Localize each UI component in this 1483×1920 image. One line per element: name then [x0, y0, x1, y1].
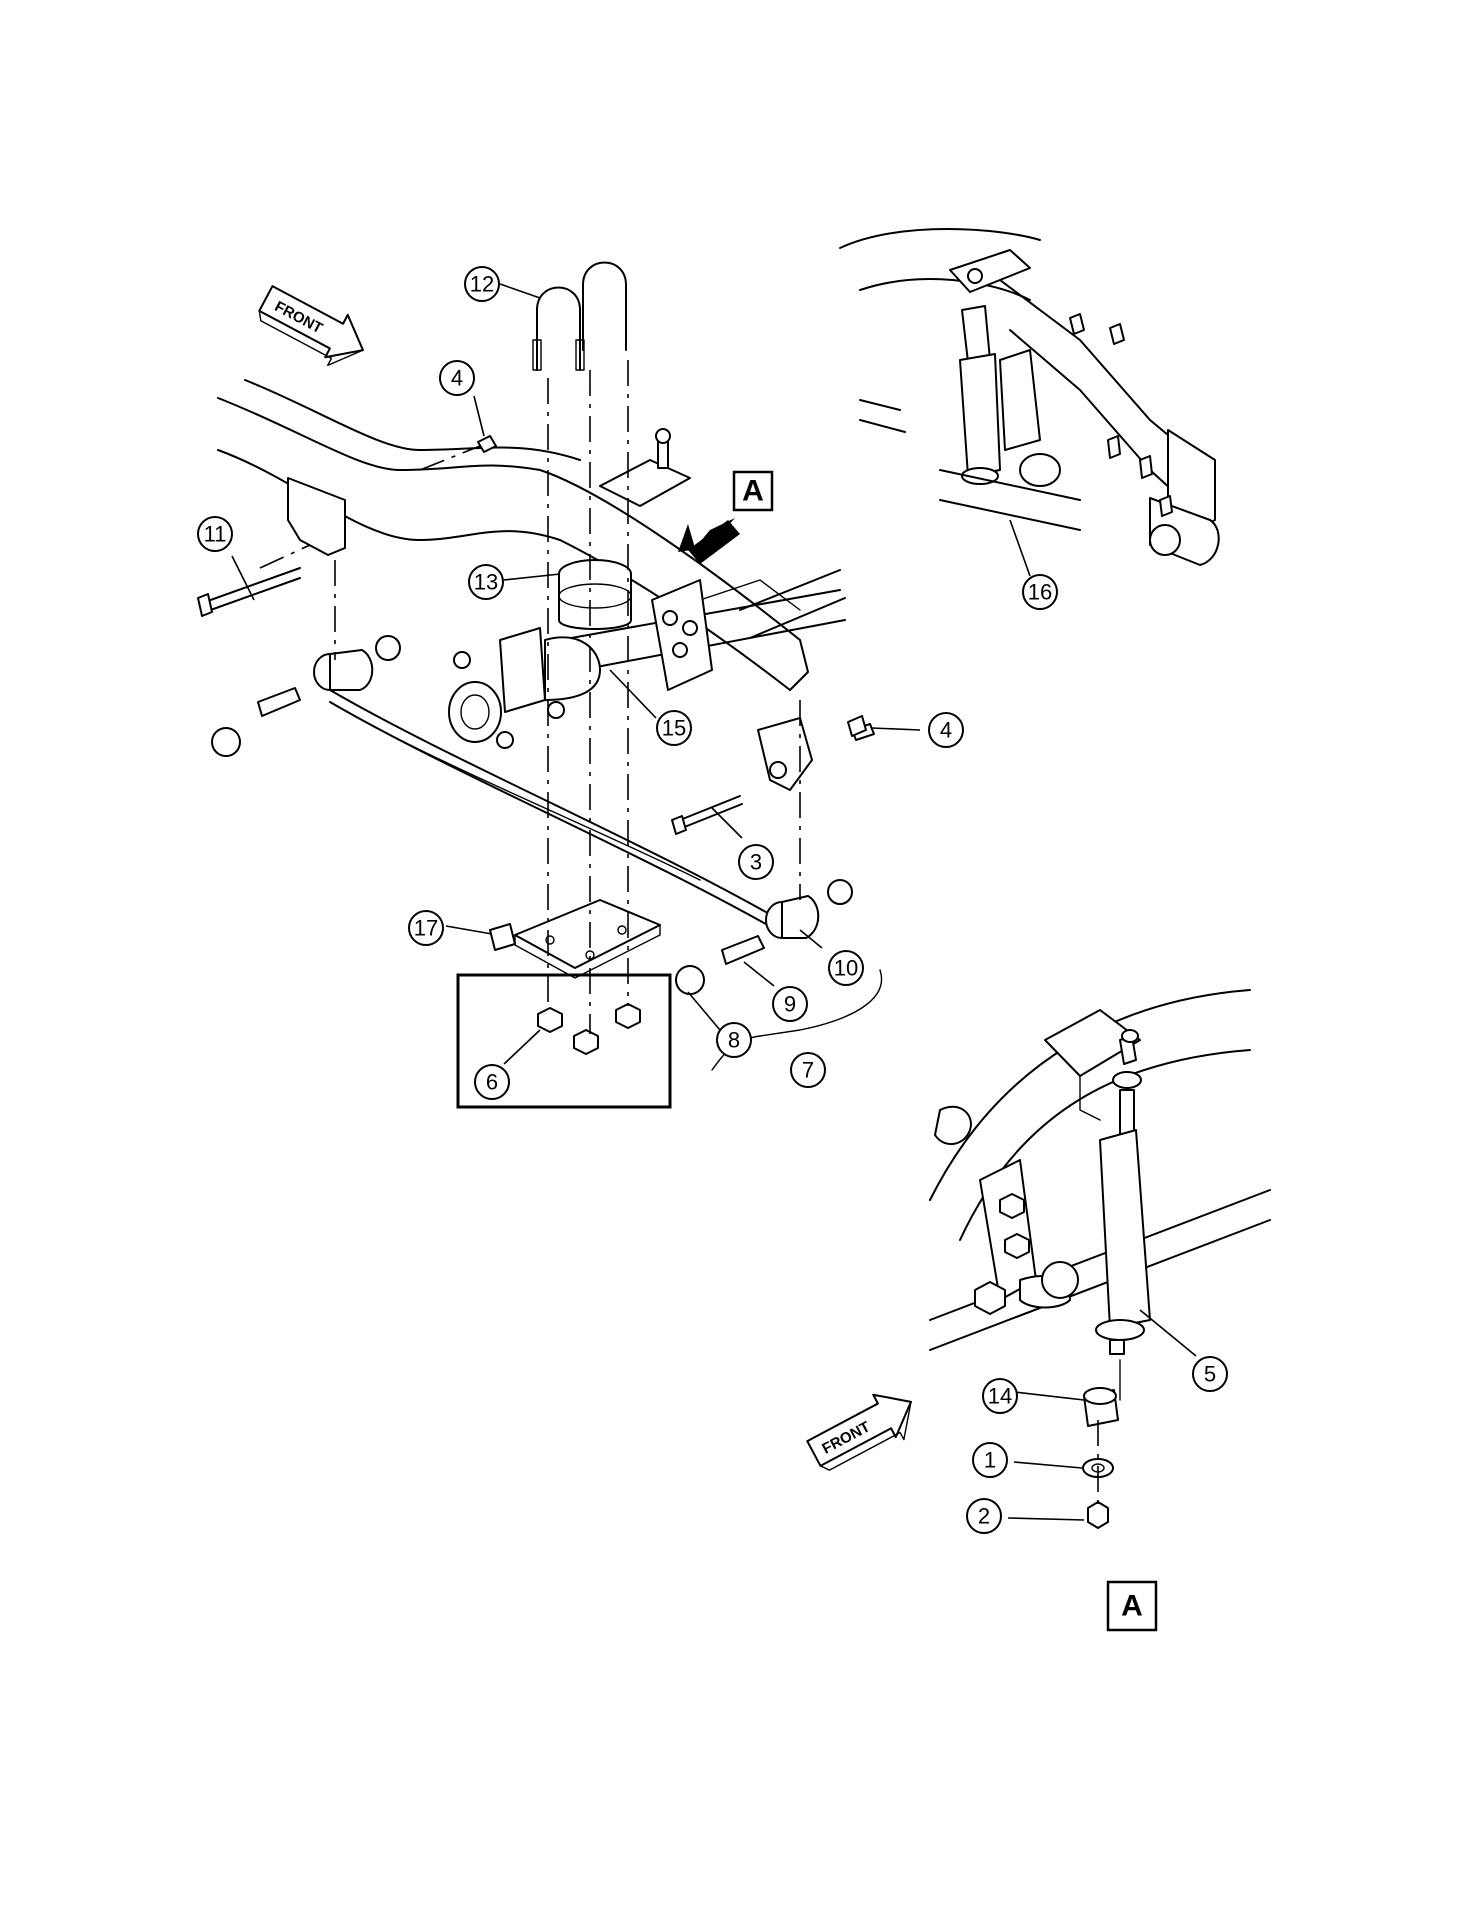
detail-view-upper — [839, 228, 1220, 566]
front-spring-eye — [211, 635, 401, 757]
svg-text:17: 17 — [414, 916, 438, 941]
svg-text:10: 10 — [834, 956, 858, 981]
svg-text:8: 8 — [728, 1028, 740, 1053]
callout-15: 15 — [656, 710, 692, 746]
callout-8: 8 — [716, 1022, 752, 1058]
callout-9: 9 — [772, 986, 808, 1022]
callout-1: 1 — [972, 1442, 1008, 1478]
alignment-lines — [259, 360, 801, 1034]
svg-text:11: 11 — [204, 522, 227, 547]
svg-text:1: 1 — [984, 1448, 996, 1473]
u-bolts — [532, 261, 627, 371]
callout-4-top: 4 — [439, 360, 475, 396]
callout-6: 6 — [474, 1064, 510, 1100]
callout-4-right: 4 — [928, 712, 964, 748]
rear-spring-eye — [675, 879, 853, 995]
callout-14: 14 — [982, 1378, 1018, 1414]
axle-assembly — [448, 589, 846, 749]
view-tag-main: A — [732, 470, 774, 512]
spring-hanger-bracket — [651, 579, 713, 691]
svg-text:13: 13 — [474, 570, 498, 595]
svg-text:4: 4 — [451, 366, 463, 391]
shock-upper-mount — [599, 428, 691, 507]
leaf-spring — [329, 689, 781, 933]
svg-text:7: 7 — [802, 1058, 814, 1083]
detail-view-lower: FRONT A — [806, 989, 1271, 1632]
svg-text:2: 2 — [978, 1504, 990, 1529]
svg-text:3: 3 — [750, 850, 762, 875]
svg-text:A: A — [1121, 1590, 1143, 1623]
callout-11: 11 — [197, 516, 233, 552]
callout-2: 2 — [966, 1498, 1002, 1534]
svg-text:9: 9 — [784, 992, 796, 1017]
callout-12: 12 — [464, 266, 500, 302]
frame-rail — [217, 379, 846, 691]
front-arrow-detail: FRONT — [806, 1393, 912, 1471]
callout-13: 13 — [468, 564, 504, 600]
svg-text:4: 4 — [940, 718, 952, 743]
bolts — [197, 435, 867, 835]
front-arrow-main: FRONT — [258, 285, 364, 367]
svg-text:16: 16 — [1028, 580, 1052, 605]
callouts: 1 2 3 4 4 5 6 7 8 9 10 11 12 13 14 15 16… — [197, 266, 1228, 1534]
view-direction-arrow-shaft — [688, 520, 740, 564]
svg-text:A: A — [742, 475, 764, 508]
svg-text:5: 5 — [1204, 1362, 1216, 1387]
view-tag-detail: A — [1106, 1580, 1158, 1632]
svg-text:12: 12 — [470, 272, 494, 297]
nut-detail-box — [456, 973, 672, 1109]
callout-5: 5 — [1192, 1356, 1228, 1392]
assembly-brace — [711, 969, 883, 1071]
callout-7: 7 — [790, 1052, 826, 1088]
svg-text:15: 15 — [662, 716, 686, 741]
callout-10: 10 — [828, 950, 864, 986]
u-bolt-nuts — [537, 1003, 641, 1055]
callout-3: 3 — [738, 844, 774, 880]
svg-text:14: 14 — [988, 1384, 1012, 1409]
callout-16: 16 — [1022, 574, 1058, 610]
spring-plate — [489, 899, 661, 979]
callout-17: 17 — [408, 910, 444, 946]
main-assembly-view: FRONT — [197, 261, 883, 1109]
svg-text:6: 6 — [486, 1070, 498, 1095]
jounce-bumper — [558, 559, 632, 630]
